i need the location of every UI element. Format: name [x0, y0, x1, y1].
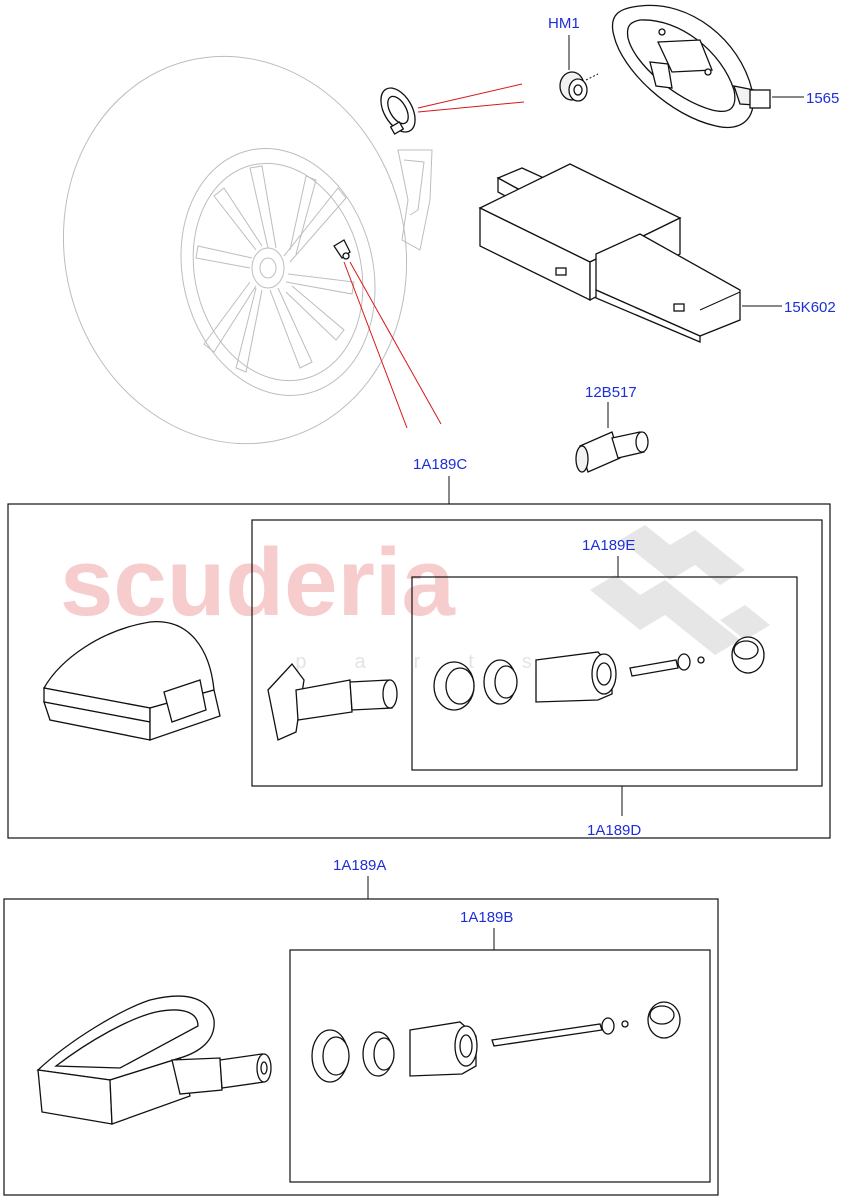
callout-15k602: 15K602 [784, 299, 836, 316]
box-1a189e [411, 556, 798, 771]
tyre-bracket-thumbnail [380, 87, 416, 135]
red-leader-valve-1 [343, 261, 408, 429]
nut-hm1 [559, 35, 599, 102]
callout-1a189d: 1A189D [587, 822, 641, 839]
box-1a189b [289, 928, 711, 1183]
red-leader-valve-2 [349, 261, 442, 425]
wheel-valve-sensor [333, 239, 351, 260]
callout-12b517: 12B517 [585, 384, 637, 401]
tpms-sensor-c [42, 621, 221, 741]
red-leader-bracket-2 [417, 101, 525, 113]
box-1a189c [7, 476, 831, 839]
valve-stem-d [267, 662, 398, 741]
callout-1a189a: 1A189A [333, 857, 386, 874]
callout-hm1: HM1 [548, 15, 580, 32]
tpms-sensor-a [36, 995, 272, 1125]
wheel-tyre-illustration [62, 55, 433, 445]
callout-1a189e: 1A189E [582, 537, 635, 554]
valve-12b517 [575, 402, 649, 473]
parts-kit-b [311, 1001, 681, 1083]
box-1a189d [251, 519, 823, 816]
callout-1a189c: 1A189C [413, 456, 467, 473]
parts-kit-e [433, 636, 765, 711]
watermark-brand: scuderia [60, 529, 455, 636]
callout-1a189b: 1A189B [460, 909, 513, 926]
callout-1565: 1565 [806, 90, 839, 107]
red-leader-bracket-1 [417, 83, 523, 109]
checker-flag-watermark [590, 525, 770, 655]
box-1a189a [3, 876, 719, 1196]
bracket-1565 [611, 4, 804, 128]
module-15k602 [478, 163, 782, 343]
